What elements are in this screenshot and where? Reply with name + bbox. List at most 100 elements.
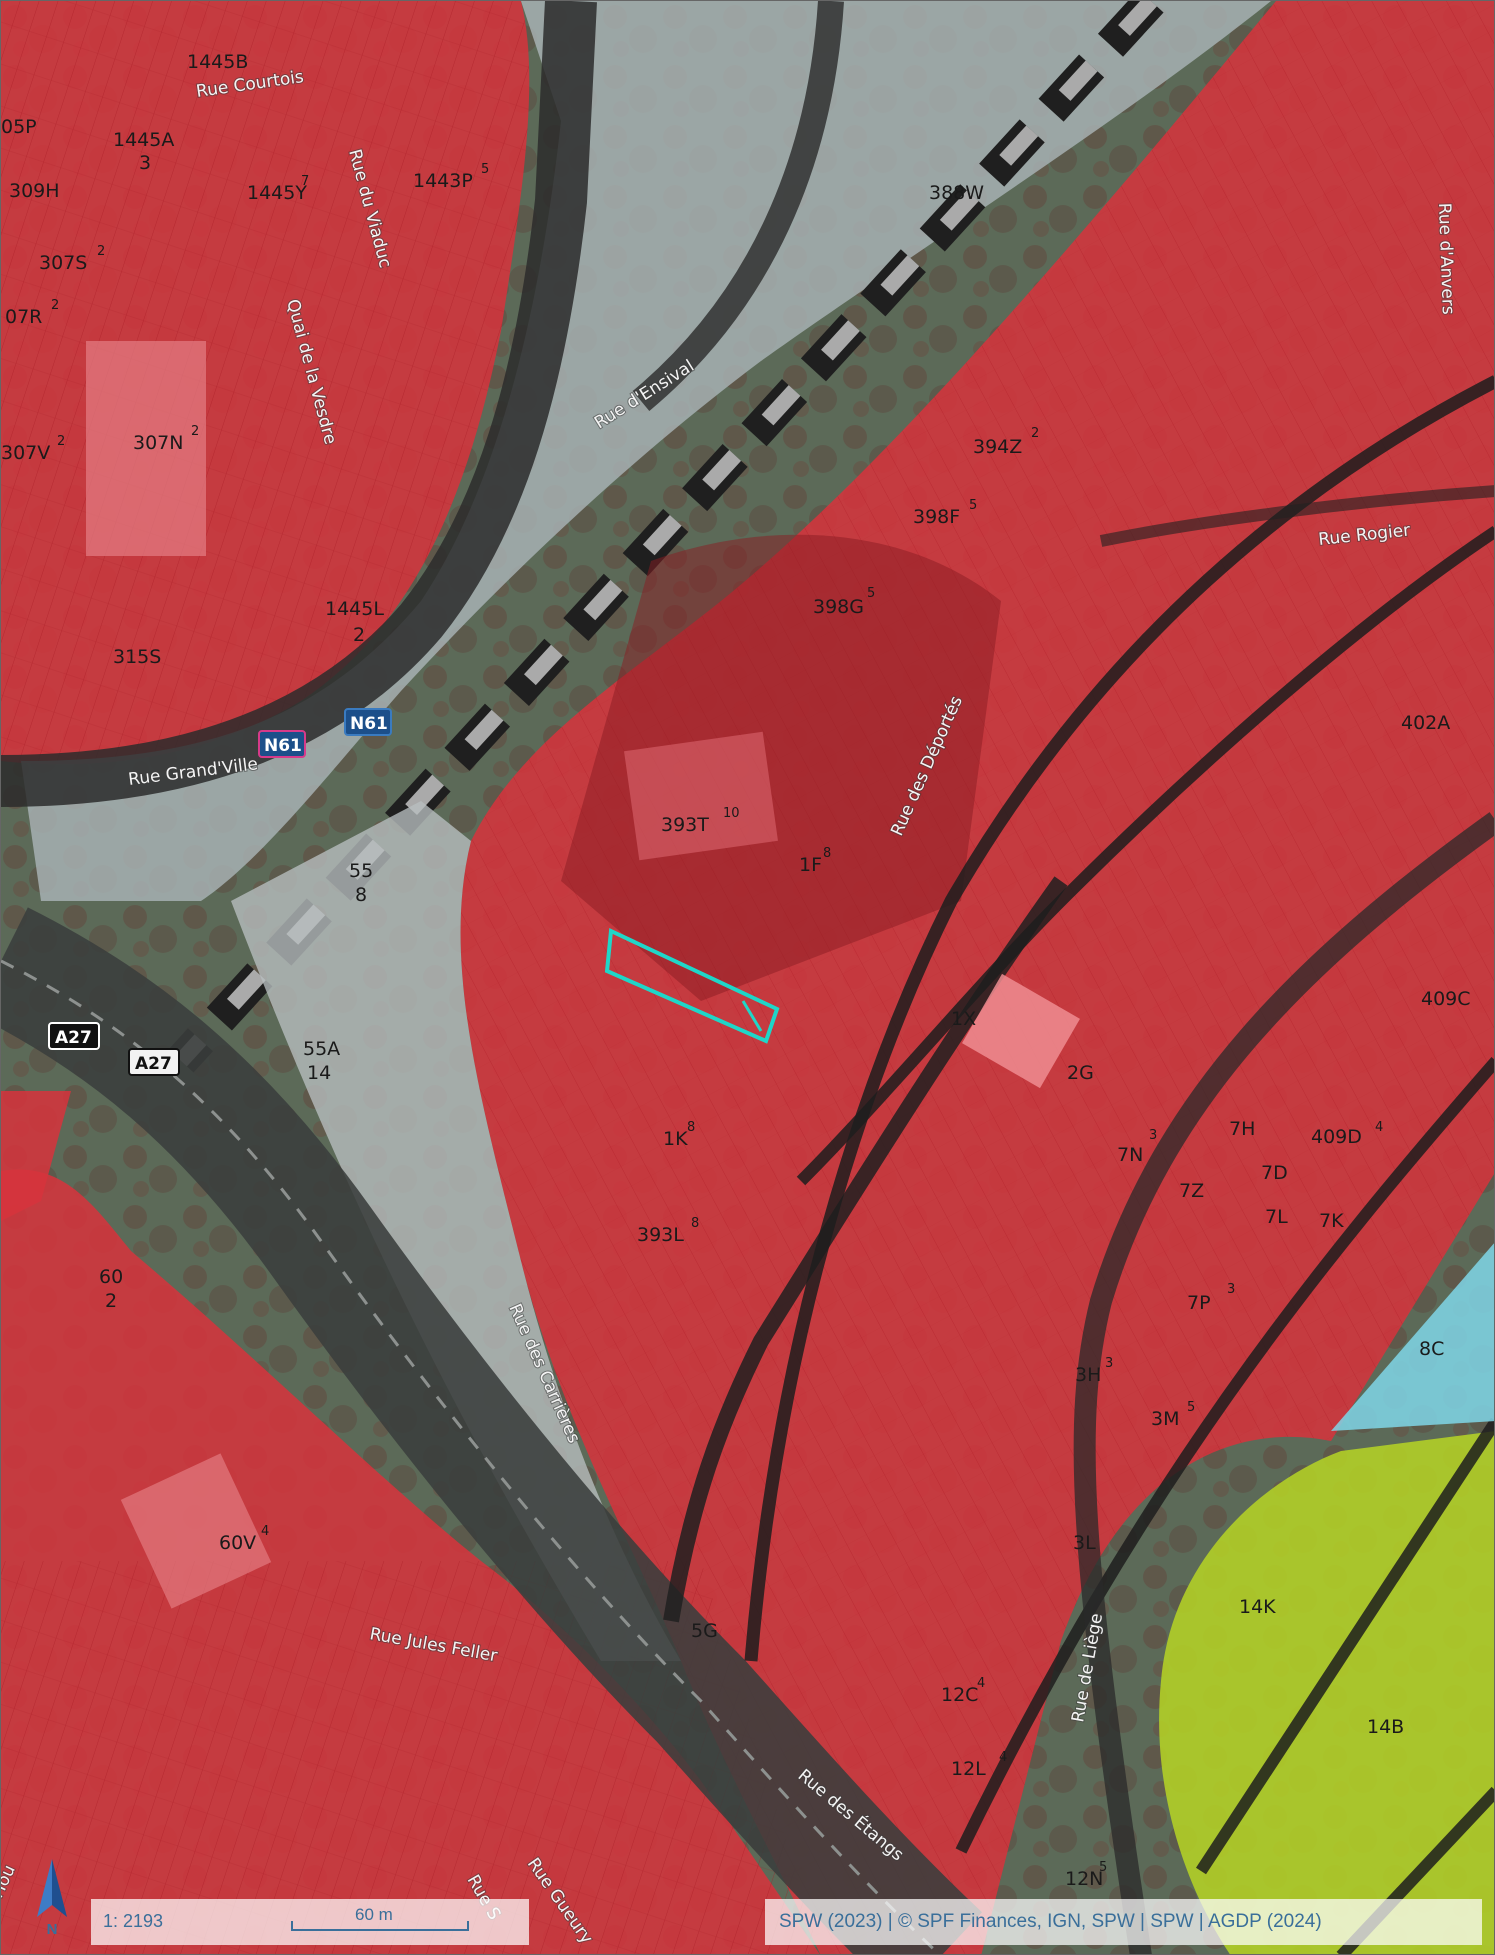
parcel-label: 3H xyxy=(1075,1364,1101,1386)
building-1x xyxy=(962,973,1080,1089)
building-60v xyxy=(120,1453,272,1609)
parcel-label: 7N xyxy=(1117,1144,1143,1166)
parcel-label: 14K xyxy=(1239,1596,1276,1618)
parcel-label: 394Z xyxy=(973,436,1022,458)
road-shield-label: N61 xyxy=(264,736,302,756)
road-diagonal-2 xyxy=(796,526,1494,1186)
parcel-label: 7P xyxy=(1187,1292,1211,1314)
road-rue-ensival xyxy=(632,1,844,411)
parcel-superscript: 4 xyxy=(977,1676,985,1691)
parcel-label: 307V xyxy=(1,442,50,464)
zone-residential-west-strip xyxy=(1,1091,71,1221)
road-shield-n61-b: N61 xyxy=(344,708,392,736)
parcel-label: 55A xyxy=(303,1038,340,1060)
parcel-superscript: 5 xyxy=(867,586,875,601)
road-rue-rogier xyxy=(1099,485,1494,547)
parcel-label: 60 xyxy=(99,1266,123,1288)
road-diagonal-3 xyxy=(955,1057,1494,1854)
street-label: Rue d'Anvers xyxy=(1434,202,1458,315)
zone-water xyxy=(1331,1243,1494,1431)
parcel-superscript: 7 xyxy=(301,174,309,189)
road-shield-label: A27 xyxy=(55,1028,92,1048)
parcel-label: 7Z xyxy=(1179,1180,1204,1202)
zone-grey-mid xyxy=(231,801,681,1661)
road-rue-deportes xyxy=(663,876,1068,1623)
parcel-label: 2 xyxy=(105,1290,117,1312)
parcel-superscript: 4 xyxy=(999,1750,1007,1765)
parcel-label: 315S xyxy=(113,646,161,668)
parcel-label: 12C xyxy=(941,1684,978,1706)
parcel-label: 402A xyxy=(1401,712,1450,734)
parcel-label: 5G xyxy=(691,1620,718,1642)
road-shield-label: A27 xyxy=(135,1054,172,1074)
road-shield-a27-a: A27 xyxy=(48,1022,100,1050)
parcel-superscript: 2 xyxy=(97,244,105,259)
north-arrow-icon xyxy=(37,1859,67,1917)
attribution-box: SPW (2023) | © SPF Finances, IGN, SPW | … xyxy=(765,1899,1482,1945)
selected-parcel[interactable] xyxy=(604,927,780,1044)
parcel-label: 309H xyxy=(9,180,60,202)
park-road-1 xyxy=(1195,1417,1494,1875)
parcel-label: 8C xyxy=(1419,1338,1444,1360)
parcel-superscript: 2 xyxy=(191,424,199,439)
parcel-labels: 1445B 1445A 3 1445Y 1443P 05P 309H 307S … xyxy=(1,51,1471,1890)
parcel-label: 7H xyxy=(1229,1118,1255,1140)
parcel-label: 05P xyxy=(1,116,37,138)
north-arrow-label: N xyxy=(46,1921,58,1938)
parcel-superscript: 8 xyxy=(823,846,831,861)
parcel-superscript: 8 xyxy=(687,1120,695,1135)
parcel-label: 8 xyxy=(355,884,367,906)
parcel-superscript: 4 xyxy=(261,1524,269,1539)
road-shield-a27-b: A27 xyxy=(128,1048,180,1076)
parcel-label: 12N xyxy=(1065,1868,1103,1890)
parcel-superscript: 5 xyxy=(481,162,489,177)
scale-indicator: 1: 2193 60 m xyxy=(91,1899,529,1945)
scale-length: 60 m xyxy=(355,1905,393,1924)
parcel-label: 1445L xyxy=(325,598,384,620)
parcel-superscripts: 7 5 2 2 2 2 2 5 5 10 8 8 8 4 4 3 3 3 5 4… xyxy=(51,162,1383,1875)
parcel-superscript: 2 xyxy=(1031,426,1039,441)
rail-corridor xyxy=(21,1,1271,901)
parcel-superscript: 8 xyxy=(691,1216,699,1231)
parcel-superscript: 10 xyxy=(723,806,740,821)
building-307n xyxy=(86,341,206,556)
parcel-label: 3 xyxy=(139,152,151,174)
parcel-label: 2 xyxy=(353,624,365,646)
parcel-label: 14B xyxy=(1367,1716,1404,1738)
parcel-label: 393L xyxy=(637,1224,684,1246)
parcel-superscript: 4 xyxy=(1375,1120,1383,1135)
parcel-label: 3L xyxy=(1073,1532,1096,1554)
road-shield-n61-a: N61 xyxy=(258,730,306,758)
parcel-label: 14 xyxy=(307,1062,331,1084)
road-rue-de-liege xyxy=(1073,812,1494,1954)
parcel-label: 3M xyxy=(1151,1408,1179,1430)
parcel-label: 307S xyxy=(39,252,87,274)
zone-residential-center-lots xyxy=(460,1,1494,1954)
parcel-superscript: 3 xyxy=(1227,1282,1235,1297)
road-n61 xyxy=(1,1,597,807)
road-shield-label: N61 xyxy=(350,714,388,734)
parcel-label: 07R xyxy=(5,306,42,328)
parcel-label: 409D xyxy=(1311,1126,1362,1148)
zone-residential-nw-lots xyxy=(1,1,530,765)
parcel-label: 1445Y xyxy=(247,182,307,204)
parcel-label: 393T xyxy=(661,814,709,836)
parcel-label: 7K xyxy=(1319,1210,1344,1232)
scale-ratio: 1: 2193 xyxy=(103,1911,164,1931)
selected-parcel-notch xyxy=(741,1000,763,1032)
parcel-label: 409C xyxy=(1421,988,1471,1010)
parcel-label: 398G xyxy=(813,596,864,618)
parcel-label: 7D xyxy=(1261,1162,1288,1184)
parcel-superscript: 3 xyxy=(1149,1128,1157,1143)
parcel-label: 307N xyxy=(133,432,183,454)
parcel-label: 1F xyxy=(799,854,822,876)
parcel-label: 1445A xyxy=(113,129,174,151)
parcel-label: 1X xyxy=(951,1008,976,1030)
parcel-label: 7L xyxy=(1265,1206,1288,1228)
road-diagonal-1 xyxy=(744,375,1494,1662)
parcel-superscript: 3 xyxy=(1105,1356,1113,1371)
parcel-superscript: 2 xyxy=(57,434,65,449)
parcel-label: 1445B xyxy=(187,51,248,73)
